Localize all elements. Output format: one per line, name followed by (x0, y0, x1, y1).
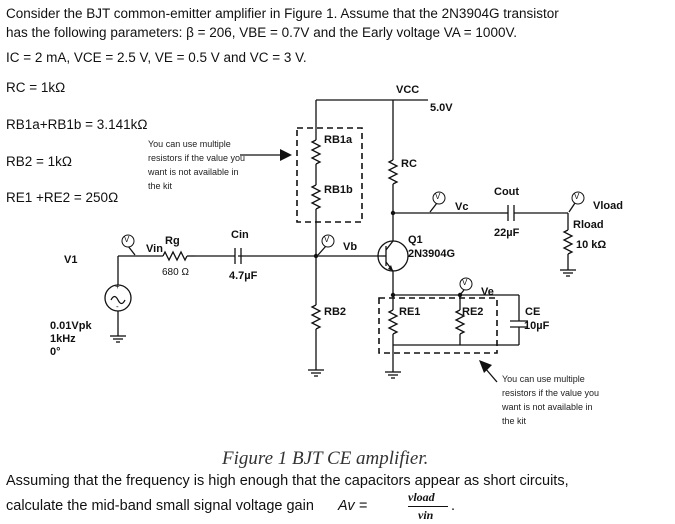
ve-label: Ve (481, 286, 494, 298)
note-top: You can use multiple resistors if the va… (148, 139, 246, 191)
probe-vin-mark: V (124, 235, 130, 244)
rg-resistor (162, 250, 188, 262)
ground-rb2 (308, 369, 324, 377)
cin-label: Cin (231, 229, 249, 241)
probe-ve (459, 277, 473, 296)
probe-vin (121, 234, 136, 256)
probe-vb (317, 234, 335, 256)
rb1a-resistor (310, 139, 322, 165)
question-line-2: calculate the mid-band small signal volt… (6, 498, 314, 514)
question-line-1: Assuming that the frequency is high enou… (6, 473, 569, 489)
v1-phase: 0° (50, 346, 61, 358)
vin-label: Vin (146, 243, 163, 255)
rg-value: 680 Ω (162, 267, 189, 278)
v1-amplitude: 0.01Vpk (50, 320, 92, 332)
cout-value: 22µF (494, 227, 520, 239)
ground-source (110, 335, 126, 343)
vload-label: Vload (593, 200, 623, 212)
v1-frequency: 1kHz (50, 333, 76, 345)
rg-label: Rg (165, 235, 180, 247)
rb2-label: RB2 (324, 306, 347, 318)
problem-line-1: Consider the BJT common-emitter amplifie… (6, 6, 559, 21)
vcc-rail (315, 99, 428, 160)
rb1b-label: RB1b (324, 184, 353, 196)
q1-part-label: 2N3904G (408, 248, 456, 260)
rload-resistor (562, 229, 574, 255)
problem-line-3: IC = 2 mA, VCE = 2.5 V, VE = 0.5 V and V… (6, 50, 307, 65)
cin-value: 4.7µF (229, 270, 258, 282)
vcc-value: 5.0V (430, 102, 453, 114)
rb1-value-text: RB1a+RB1b = 3.141kΩ (6, 117, 148, 132)
question-period: . (451, 498, 456, 514)
rb1a-label: RB1a (324, 134, 353, 146)
fraction-bar (408, 506, 448, 507)
probe-vload-mark: V (574, 192, 580, 201)
note-arrow-bottom (479, 360, 498, 383)
gain-denominator: vin (418, 508, 434, 522)
source-minus: - (116, 302, 119, 311)
cout-label: Cout (494, 186, 520, 198)
rc-resistor (387, 159, 399, 185)
vcc-label: VCC (396, 84, 420, 96)
re1-resistor (387, 309, 399, 335)
gain-symbol: Av = (338, 498, 368, 514)
re2-label: RE2 (462, 306, 484, 318)
note-bottom: You can use multiple resistors if the va… (502, 374, 600, 426)
probe-vload (568, 191, 585, 213)
probe-vc-mark: V (435, 192, 441, 201)
source-plus: + (115, 282, 120, 291)
probe-vb-mark: V (324, 235, 330, 244)
figure-caption: Figure 1 BJT CE amplifier. (222, 448, 429, 469)
cout-capacitor (507, 205, 515, 221)
rc-value-text: RC = 1kΩ (6, 80, 66, 95)
probe-vc (429, 191, 446, 213)
re-value-text: RE1 +RE2 = 250Ω (6, 190, 119, 205)
q1-transistor (377, 239, 409, 272)
ground-rload (560, 269, 576, 277)
note-arrow-top (240, 149, 292, 161)
vb-label: Vb (343, 241, 358, 253)
re-dashed-box (378, 297, 498, 354)
vc-label: Vc (455, 201, 469, 213)
v1-label: V1 (64, 254, 78, 266)
ce-label: CE (525, 306, 541, 318)
re2-resistor (454, 309, 466, 335)
ce-value: 10µF (524, 320, 550, 332)
rc-label: RC (401, 158, 417, 170)
rb1b-resistor (310, 184, 322, 210)
gain-numerator: vload (408, 490, 435, 504)
re1-label: RE1 (399, 306, 421, 318)
problem-line-2: has the following parameters: β = 206, V… (6, 25, 517, 40)
rb2-resistor (310, 304, 322, 330)
rb2-value-text: RB2 = 1kΩ (6, 154, 72, 169)
rb1-dashed-box (296, 127, 363, 223)
probe-ve-mark: V (462, 278, 468, 287)
rload-label: Rload (573, 219, 604, 231)
ground-emitter (385, 371, 401, 379)
rload-value: 10 kΩ (576, 239, 607, 251)
q1-label: Q1 (408, 234, 423, 246)
